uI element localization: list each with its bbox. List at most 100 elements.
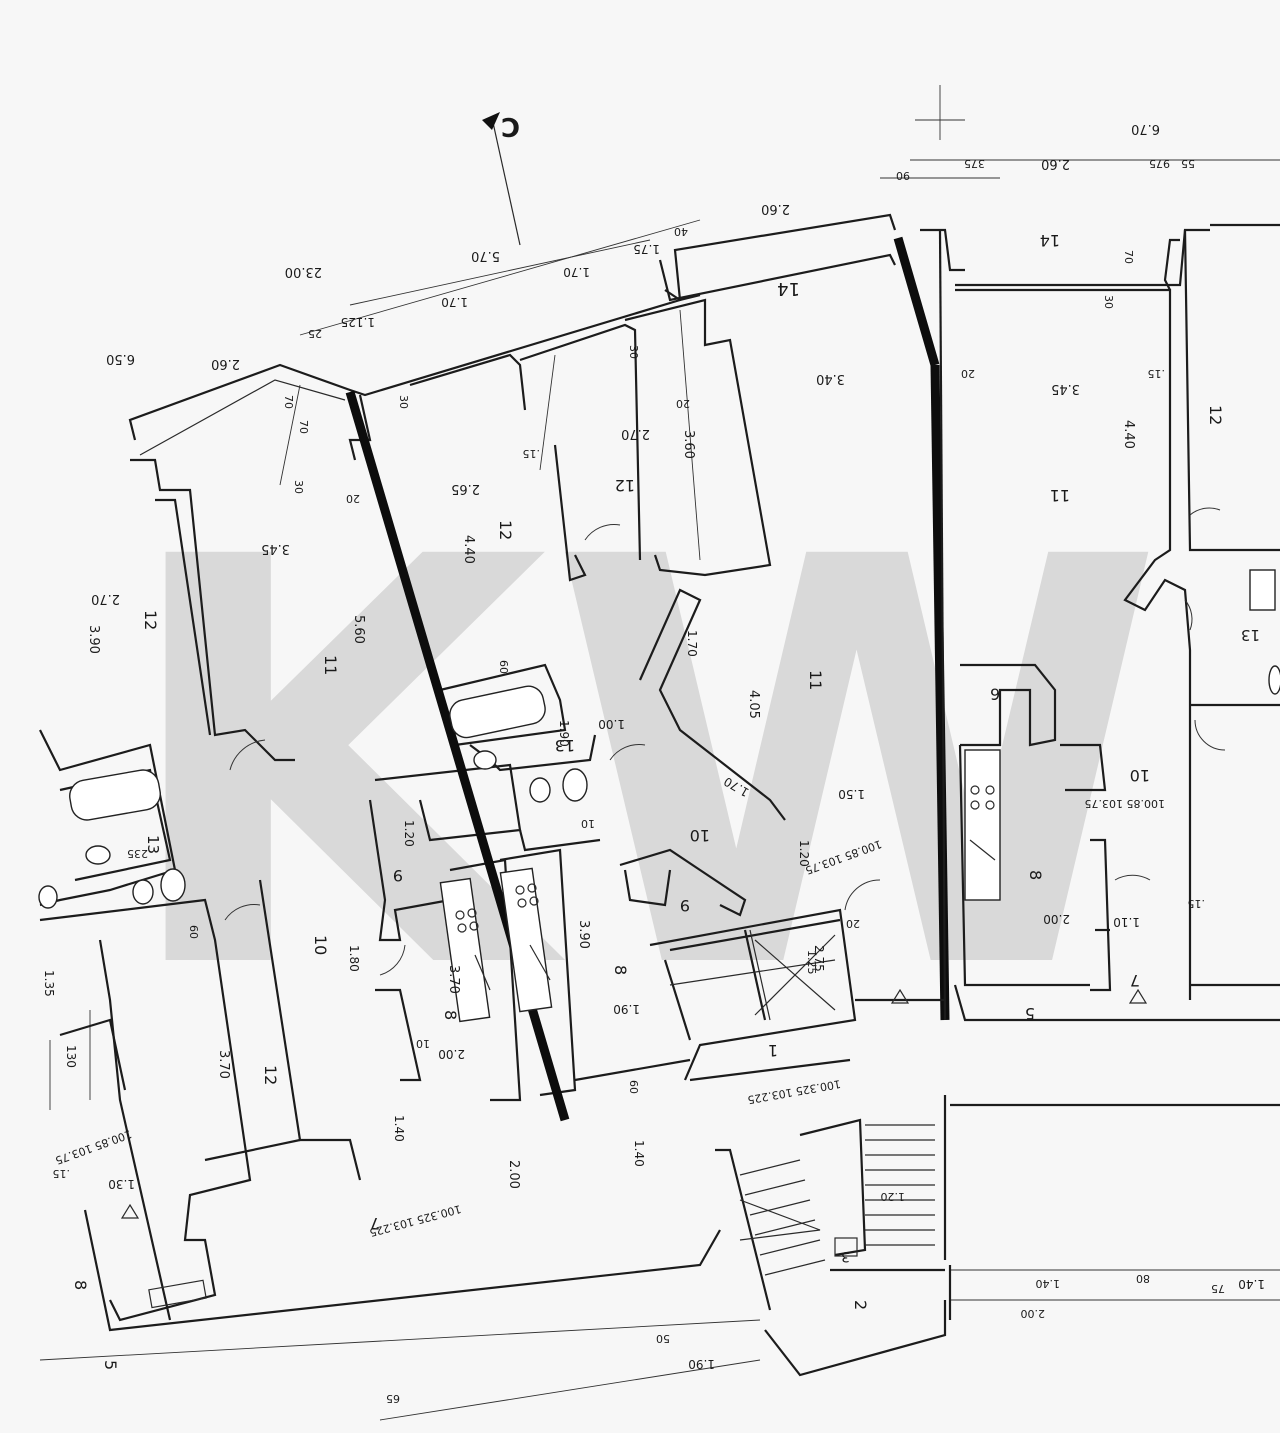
dimension-label: 20 bbox=[961, 367, 975, 380]
dimension-label: 2.70 bbox=[621, 426, 650, 441]
dimension-label: 4.05 bbox=[746, 690, 761, 719]
level-marker: 100.85 103.75 bbox=[53, 1127, 133, 1167]
dimension-lines bbox=[39, 85, 1280, 1421]
room-label: 2 bbox=[851, 1300, 870, 1310]
dimension-label: 2.00 bbox=[1043, 912, 1070, 926]
dimension-label: 975 bbox=[1149, 157, 1170, 170]
dimension-label: 60 bbox=[187, 925, 200, 939]
dimension-label: 1.20 bbox=[402, 820, 416, 847]
room-label: 3 bbox=[841, 1248, 850, 1264]
dimension-label: 2.00 bbox=[506, 1160, 521, 1189]
dimension-label: 3.45 bbox=[261, 541, 290, 556]
room-label: 10 bbox=[311, 935, 330, 955]
dimension-label: 10 bbox=[416, 1037, 430, 1050]
dimension-label: 2.70 bbox=[91, 591, 120, 606]
dimension-label: 1.70 bbox=[441, 295, 468, 309]
dimension-label: 1.70 bbox=[685, 630, 699, 657]
dimension-label: 30 bbox=[627, 345, 640, 359]
dimension-label: 1.20 bbox=[881, 1190, 906, 1203]
walls-left-block bbox=[39, 213, 897, 1332]
dimension-label: .15 bbox=[1148, 367, 1166, 380]
dimension-label: 1.40 bbox=[632, 1140, 646, 1167]
dimension-label: 1.30 bbox=[108, 1177, 135, 1191]
dimension-label: 3.60 bbox=[681, 430, 696, 459]
dimension-label: 1.35 bbox=[42, 970, 56, 997]
room-label: 8 bbox=[611, 965, 630, 975]
dimension-label: 1.20 bbox=[797, 840, 811, 867]
room-label: 9 bbox=[680, 896, 690, 915]
dimension-label: 90 bbox=[896, 169, 910, 182]
dimension-label: 1.25 bbox=[805, 950, 818, 975]
dimension-label: 3.90 bbox=[576, 920, 591, 949]
dimension-label: 375 bbox=[964, 157, 985, 170]
dimension-label: 1.70 bbox=[563, 265, 590, 279]
dimension-label: 75 bbox=[1211, 1282, 1225, 1295]
room-label: 11 bbox=[806, 670, 825, 690]
dimension-label: 1.90 bbox=[613, 1002, 640, 1016]
dimension-label: 3.70 bbox=[216, 1050, 231, 1079]
walls-right-block bbox=[855, 223, 1280, 1320]
room-label: 11 bbox=[321, 655, 340, 675]
dimension-label: 80 bbox=[1136, 1272, 1150, 1285]
dimension-label: 70 bbox=[282, 395, 295, 409]
bathroom-fixtures bbox=[38, 569, 1280, 909]
dimension-label: 130 bbox=[64, 1045, 78, 1068]
room-label: 13 bbox=[144, 835, 162, 854]
dimension-label: 2.60 bbox=[761, 201, 790, 216]
dimension-label: 25 bbox=[308, 327, 322, 340]
section-marker-label: C bbox=[501, 111, 520, 141]
dimension-label: 1.90 bbox=[557, 720, 571, 747]
dimension-label: 23.00 bbox=[285, 264, 322, 279]
dimension-label: 50 bbox=[656, 1332, 670, 1345]
dimension-label: 2.00 bbox=[438, 1047, 465, 1061]
room-label: 5 bbox=[1025, 1004, 1035, 1023]
room-label: 12 bbox=[496, 520, 515, 540]
dimension-label: 6.50 bbox=[106, 351, 135, 366]
room-label: 5 bbox=[101, 1360, 120, 1370]
room-label: 8 bbox=[1026, 870, 1045, 880]
room-label: 12 bbox=[615, 476, 635, 495]
dimension-label: 20 bbox=[346, 492, 360, 505]
dimension-label: 4.40 bbox=[1121, 420, 1136, 449]
dimension-label: 3.70 bbox=[446, 965, 461, 994]
room-label: 10 bbox=[690, 826, 710, 845]
dimension-label: 20 bbox=[846, 917, 860, 930]
dimension-label: 3.90 bbox=[86, 625, 101, 654]
room-label: 13 bbox=[555, 736, 575, 755]
room-label: 14 bbox=[1040, 231, 1060, 250]
dimension-label: 70 bbox=[1122, 250, 1135, 264]
room-label: 9 bbox=[393, 866, 403, 885]
dimension-label: 2.65 bbox=[451, 481, 480, 496]
dimension-label: 1.40 bbox=[1036, 1277, 1061, 1290]
dimension-label: 65 bbox=[386, 1392, 400, 1405]
level-triangles bbox=[120, 988, 1148, 1309]
dimension-label: 70 bbox=[297, 420, 310, 434]
dimension-label: 1.10 bbox=[1113, 915, 1140, 929]
stairwell bbox=[715, 1118, 947, 1377]
dimension-label: 30 bbox=[397, 395, 410, 409]
room-label: 1 bbox=[768, 1041, 778, 1060]
dimension-label: 3.40 bbox=[816, 371, 845, 386]
dimension-label: 10 bbox=[581, 817, 595, 830]
dimension-label: 40 bbox=[674, 225, 688, 238]
room-label: 14 bbox=[777, 278, 800, 299]
room-label: 10 bbox=[1130, 766, 1150, 785]
dimension-label: 1.50 bbox=[838, 787, 865, 801]
dimension-label: 4.40 bbox=[461, 535, 476, 564]
room-label: 12 bbox=[141, 610, 160, 630]
dimension-label: 60 bbox=[497, 660, 510, 674]
room-label: 8 bbox=[441, 1010, 460, 1020]
dimension-label: 30 bbox=[292, 480, 305, 494]
dimension-label: 1.75 bbox=[633, 242, 660, 256]
dimension-label: 235 bbox=[127, 847, 148, 860]
dimension-label: .15 bbox=[53, 1167, 71, 1180]
door-swings bbox=[224, 507, 1226, 1021]
room-label: 13 bbox=[1241, 626, 1260, 644]
level-marker: 100.325 103.225 bbox=[368, 1202, 463, 1239]
dimension-label: 1.90 bbox=[688, 1357, 715, 1371]
room-label: 8 bbox=[71, 1280, 90, 1290]
dimension-label: 1.40 bbox=[392, 1115, 406, 1142]
dimension-label: 60 bbox=[627, 1080, 640, 1094]
kitchen-units bbox=[439, 749, 1001, 1023]
